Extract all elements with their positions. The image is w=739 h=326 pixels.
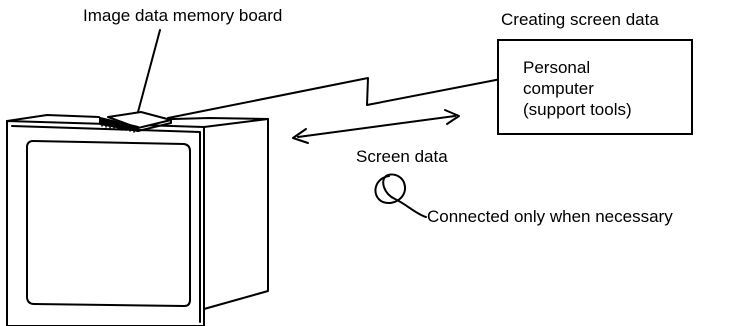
creating-screen-data-label: Creating screen data [501,10,659,29]
display-front-frame [6,120,205,326]
connected-only-label: Connected only when necessary [427,207,673,226]
pc-label-line-1: Personal [523,58,591,77]
arrow-shaft [297,115,456,138]
display-top-face [6,114,269,128]
arrow-head-left [292,128,309,144]
communication-line [167,77,502,119]
display-unit [6,114,269,326]
cable-loop-symbol [374,173,427,218]
screen-data-label: Screen data [356,147,448,166]
double-arrow [292,109,460,144]
memory-board-label: Image data memory board [83,6,283,25]
pc-label-line-3: (support tools) [523,100,632,119]
display-bezel-edge [11,125,201,323]
arrow-head-right [444,109,460,125]
memory-board-pins [101,121,135,133]
memory-board [99,111,172,133]
board-leader-line [137,29,161,113]
pc-label-line-2: computer [523,79,594,98]
personal-computer-box: Personal computer (support tools) [497,39,693,135]
display-side-face [203,118,269,310]
display-screen [26,140,191,307]
memory-board-edge [137,119,172,132]
